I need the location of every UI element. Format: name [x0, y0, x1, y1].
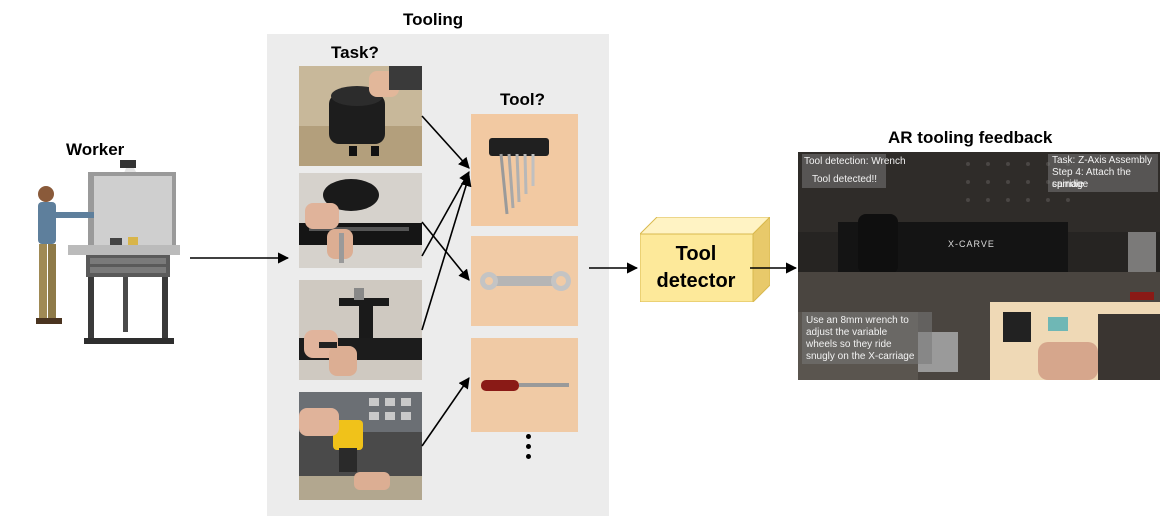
ar-instruction-line2: adjust the variable — [806, 327, 888, 338]
ar-instruction-line4: snugly on the X-carriage — [806, 351, 915, 362]
ar-feedback-screenshot: Tool detection: Wrench Tool detected!! T… — [798, 152, 1160, 380]
ar-detected-text: Tool detected!! — [812, 174, 878, 185]
detector-label-line2: detector — [656, 270, 736, 292]
tooling-label: Tooling — [403, 10, 464, 29]
tool-label: Tool? — [500, 90, 545, 109]
ar-feedback-label: AR tooling feedback — [888, 128, 1053, 147]
arrow-task3-to-hexkeys — [421, 174, 472, 331]
detector-label-line1: Tool — [675, 243, 717, 265]
task-label: Task? — [331, 43, 379, 62]
task-photo-3 — [299, 280, 422, 380]
ar-task-line1: Task: Z-Axis Assembly — [1052, 155, 1153, 166]
ar-detection-text: Tool detection: Wrench — [804, 156, 906, 167]
ar-instruction-line3: wheels so they ride — [806, 339, 892, 350]
ar-task-box — [1048, 154, 1158, 192]
ar-machine-brand: X-CARVE — [948, 239, 995, 249]
ar-task-line2: Step 4: Attach the spindle — [1052, 167, 1131, 190]
tool-photo-wrench — [471, 236, 578, 326]
ar-instruction-line1: Use an 8mm wrench to — [806, 315, 909, 326]
worker-workstation-illustration — [28, 160, 180, 360]
arrow-task4-to-screwdriver — [421, 377, 470, 447]
more-tools-ellipsis — [518, 434, 538, 464]
task-photo-2 — [299, 173, 422, 268]
ar-detection-box — [802, 154, 886, 188]
ar-instruction-box — [802, 312, 932, 364]
task-photo-1 — [299, 66, 422, 166]
ar-task-line3: carriage — [1052, 179, 1089, 190]
task-photo-4 — [299, 392, 422, 500]
worker-label: Worker — [66, 140, 125, 159]
detector-front-face — [640, 233, 754, 302]
arrow-task1-to-hexkeys — [421, 115, 470, 169]
tool-photo-hex-keys — [471, 114, 578, 226]
tool-detector-box: Tool detector — [640, 217, 770, 302]
arrow-task2-to-hexkeys — [421, 171, 470, 257]
tool-photo-screwdriver — [471, 338, 578, 432]
